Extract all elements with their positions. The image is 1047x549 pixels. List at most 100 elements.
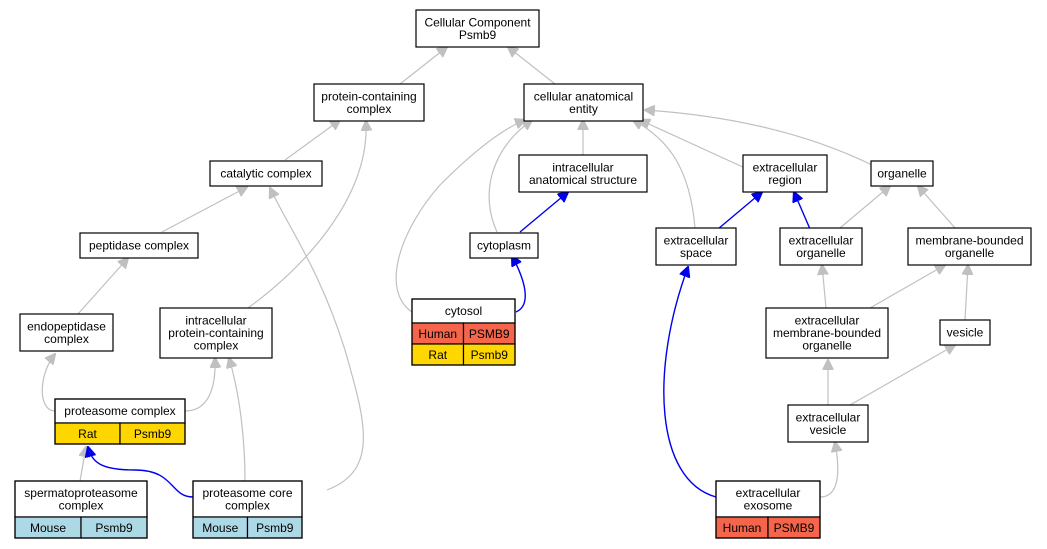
edge-endo-pep	[77, 258, 128, 315]
node-ias-box	[518, 154, 648, 193]
edge-cat-pcc	[284, 120, 340, 161]
edge-cyto-cyt	[512, 256, 526, 313]
node-mbo-label: membrane-bounded	[915, 233, 1023, 247]
edge-pep-cat	[161, 187, 247, 233]
edge-cyt-ias	[519, 192, 568, 233]
node-cyto-label: cytosol	[445, 304, 482, 318]
node-cyt-box	[469, 232, 539, 259]
node-cae-label: cellular anatomical	[534, 89, 633, 103]
nodes: Cellular ComponentPsmb9protein-containin…	[14, 9, 1032, 539]
node-pep-label: peptidase complex	[89, 239, 189, 253]
node-org[interactable]: organelle	[870, 160, 934, 187]
node-cc-label: Cellular Component	[424, 15, 531, 29]
species-label: Rat	[428, 348, 447, 362]
node-org-label: organelle	[877, 167, 927, 181]
node-mbo-box	[907, 227, 1032, 266]
gene-label: Psmb9	[95, 521, 133, 535]
annotation-row: Human PSMB9	[715, 516, 821, 539]
edge-ecs-ecr	[717, 192, 762, 230]
node-cat[interactable]: catalytic complex	[209, 160, 323, 187]
node-cat-label: catalytic complex	[220, 167, 311, 181]
node-ecr-label: region	[768, 173, 801, 187]
edge-eco-ecr	[794, 192, 811, 230]
edge-cae-cc	[508, 47, 556, 85]
edge-spc-prot	[80, 447, 86, 482]
gray-edges	[41, 47, 968, 498]
node-mbo-label: organelle	[945, 246, 995, 260]
species-label: Rat	[78, 427, 97, 441]
edge-mbo-org	[918, 186, 956, 229]
node-spc-outline	[14, 480, 148, 539]
blue-edges	[88, 192, 811, 498]
node-pcc-label: complex	[347, 102, 392, 116]
node-emb-label: organelle	[802, 339, 852, 353]
gene-label: PSMB9	[469, 327, 510, 341]
node-ev-label: extracellular	[796, 410, 861, 424]
node-emb-box	[765, 307, 889, 359]
node-cae-box	[523, 83, 644, 122]
gene-label: Psmb9	[471, 348, 509, 362]
edge-prot-endo	[41, 354, 55, 412]
edge-prot-ipc	[184, 358, 215, 412]
node-prot-label: proteasome complex	[64, 404, 175, 418]
edge-ecr-cae	[640, 120, 746, 169]
species-label: Human	[723, 521, 762, 535]
node-ecr-label: extracellular	[753, 160, 818, 174]
node-eco-box	[779, 227, 863, 266]
node-org-box	[870, 160, 934, 187]
species-label: Human	[418, 327, 457, 341]
node-cat-box	[209, 160, 323, 187]
node-pcc-label: protein-containing	[321, 89, 416, 103]
node-eco-label: organelle	[796, 246, 846, 260]
gene-label: PSMB9	[774, 521, 815, 535]
node-cyt[interactable]: cytoplasm	[469, 232, 539, 259]
node-pcore-outline	[192, 480, 303, 539]
node-ves-label: vesicle	[947, 326, 984, 340]
node-ves[interactable]: vesicle	[939, 319, 991, 346]
node-ias-label: anatomical structure	[529, 173, 637, 187]
node-ecs-label: extracellular	[664, 233, 729, 247]
node-emb-label: membrane-bounded	[773, 326, 881, 340]
node-cyto-outline	[411, 298, 516, 366]
node-ev-box	[787, 404, 869, 443]
edge-org-cae	[645, 110, 873, 166]
node-spc-label: spermatoproteasome	[24, 486, 138, 500]
node-pep[interactable]: peptidase complex	[79, 232, 199, 259]
edge-pcore-ipc	[229, 358, 246, 482]
edge-cyt-cae	[488, 120, 532, 233]
gene-label: Psmb9	[134, 427, 172, 441]
node-pcore-label: proteasome core	[202, 486, 292, 500]
node-prot-outline	[54, 398, 186, 445]
edge-emb-mbo	[869, 265, 945, 309]
node-endo-box	[19, 313, 114, 352]
annotation-row: Rat Psmb9	[411, 343, 516, 366]
node-cc-label: Psmb9	[459, 28, 497, 42]
node-endo-label: endopeptidase	[27, 319, 106, 333]
edge-ev-ves	[849, 345, 955, 406]
edge-eco-org	[839, 186, 890, 229]
node-exo-outline	[715, 480, 821, 539]
node-pcc-box	[313, 83, 425, 122]
edge-pcc-cc	[399, 47, 447, 85]
edge-ves-mbo	[965, 265, 968, 321]
